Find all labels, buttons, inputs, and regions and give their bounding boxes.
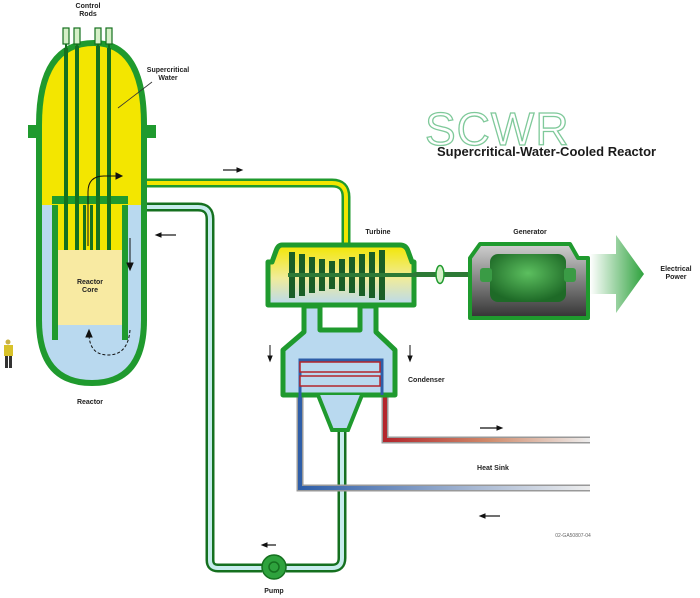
label-electrical-power-2: Power bbox=[665, 274, 686, 281]
reactor-flange-right bbox=[142, 125, 156, 138]
figure-code: 02-GA50807-04 bbox=[555, 533, 591, 539]
person-scale-figure bbox=[4, 339, 13, 368]
label-heat-sink: Heat Sink bbox=[477, 465, 509, 472]
control-rods bbox=[62, 27, 113, 250]
feedwater-pipe bbox=[145, 202, 347, 573]
label-reactor-core-1: Reactor bbox=[77, 279, 103, 286]
shaft-coupling bbox=[414, 264, 494, 285]
label-electrical-power-1: Electrical bbox=[660, 266, 691, 273]
reactor-flange-left bbox=[28, 125, 42, 138]
label-turbine: Turbine bbox=[365, 229, 390, 236]
title-full-name: Supercritical-Water-Cooled Reactor bbox=[437, 144, 656, 159]
label-pump: Pump bbox=[264, 588, 283, 595]
reactor-core bbox=[58, 250, 122, 325]
title-block: SCWR Supercritical-Water-Cooled Reactor bbox=[424, 102, 656, 159]
label-control-rods-1: Control bbox=[76, 3, 101, 10]
pipe-flow-arrows bbox=[154, 167, 504, 548]
label-generator: Generator bbox=[513, 229, 547, 236]
condenser bbox=[280, 303, 398, 432]
label-supercritical-water-2: Water bbox=[158, 75, 177, 82]
label-control-rods-2: Rods bbox=[79, 11, 97, 18]
title-acronym: SCWR bbox=[425, 103, 570, 155]
reactor-flow-arrows bbox=[85, 172, 134, 356]
label-supercritical-water-1: Supercritical bbox=[147, 67, 189, 74]
supercritical-water-leader bbox=[117, 81, 153, 109]
label-reactor-core-2: Core bbox=[82, 287, 98, 294]
turbine-shaft bbox=[288, 273, 428, 277]
generator bbox=[468, 242, 590, 320]
generator-rotor bbox=[490, 254, 566, 302]
reactor-vessel bbox=[28, 27, 156, 386]
turbine bbox=[265, 242, 428, 308]
label-reactor: Reactor bbox=[77, 399, 103, 406]
electrical-power-arrow bbox=[590, 235, 644, 313]
diagram-labels: Control Rods Supercritical Water Reactor… bbox=[76, 3, 692, 595]
main-steam-pipe bbox=[140, 178, 351, 248]
core-fuel-bars bbox=[83, 205, 93, 250]
pump bbox=[261, 554, 287, 580]
label-condenser: Condenser bbox=[408, 377, 445, 384]
